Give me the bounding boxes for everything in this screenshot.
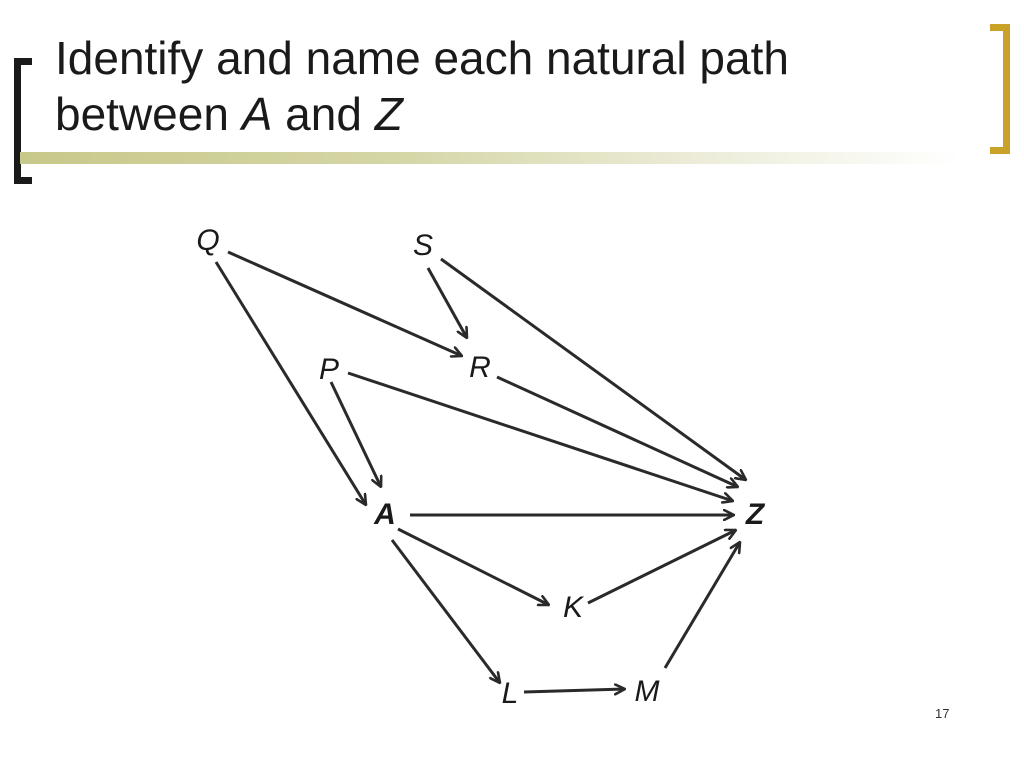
title-variable-z: Z: [374, 88, 403, 140]
node-s: S: [413, 229, 433, 262]
title-line-1: Identify and name each natural path: [55, 32, 789, 84]
edge-p-to-z: [347, 371, 733, 501]
page-number: 17: [935, 706, 950, 721]
node-p: P: [319, 353, 339, 386]
title-underline-rule: [20, 152, 960, 164]
edge-a-to-k: [397, 527, 549, 607]
node-r: R: [469, 351, 491, 384]
node-a: A: [373, 498, 396, 531]
edge-q-to-a: [214, 261, 366, 505]
edge-q-to-r: [227, 250, 462, 356]
node-z: Z: [745, 498, 766, 531]
edge-l-to-m: [523, 689, 625, 692]
edge-s-to-r: [426, 267, 469, 338]
edge-a-to-l: [390, 539, 500, 683]
node-q: Q: [196, 224, 219, 257]
title-variable-a: A: [241, 88, 273, 140]
diagram-edges: [214, 250, 746, 692]
diagram-nodes: Q S R P A Z K L M: [196, 224, 766, 710]
edge-k-to-z: [587, 530, 736, 605]
right-bracket-decoration: [990, 24, 1010, 154]
edge-m-to-z: [663, 542, 740, 669]
edge-s-to-z: [440, 257, 746, 480]
title-line-2-prefix: between: [55, 88, 242, 140]
node-l: L: [502, 677, 519, 710]
slide-title: Identify and name each natural path betw…: [55, 30, 955, 142]
node-m: M: [635, 675, 660, 708]
edge-p-to-a: [329, 381, 381, 487]
title-and: and: [272, 88, 375, 140]
node-k: K: [563, 591, 585, 624]
edge-r-to-z: [496, 375, 738, 487]
left-bracket-decoration: [14, 58, 32, 184]
